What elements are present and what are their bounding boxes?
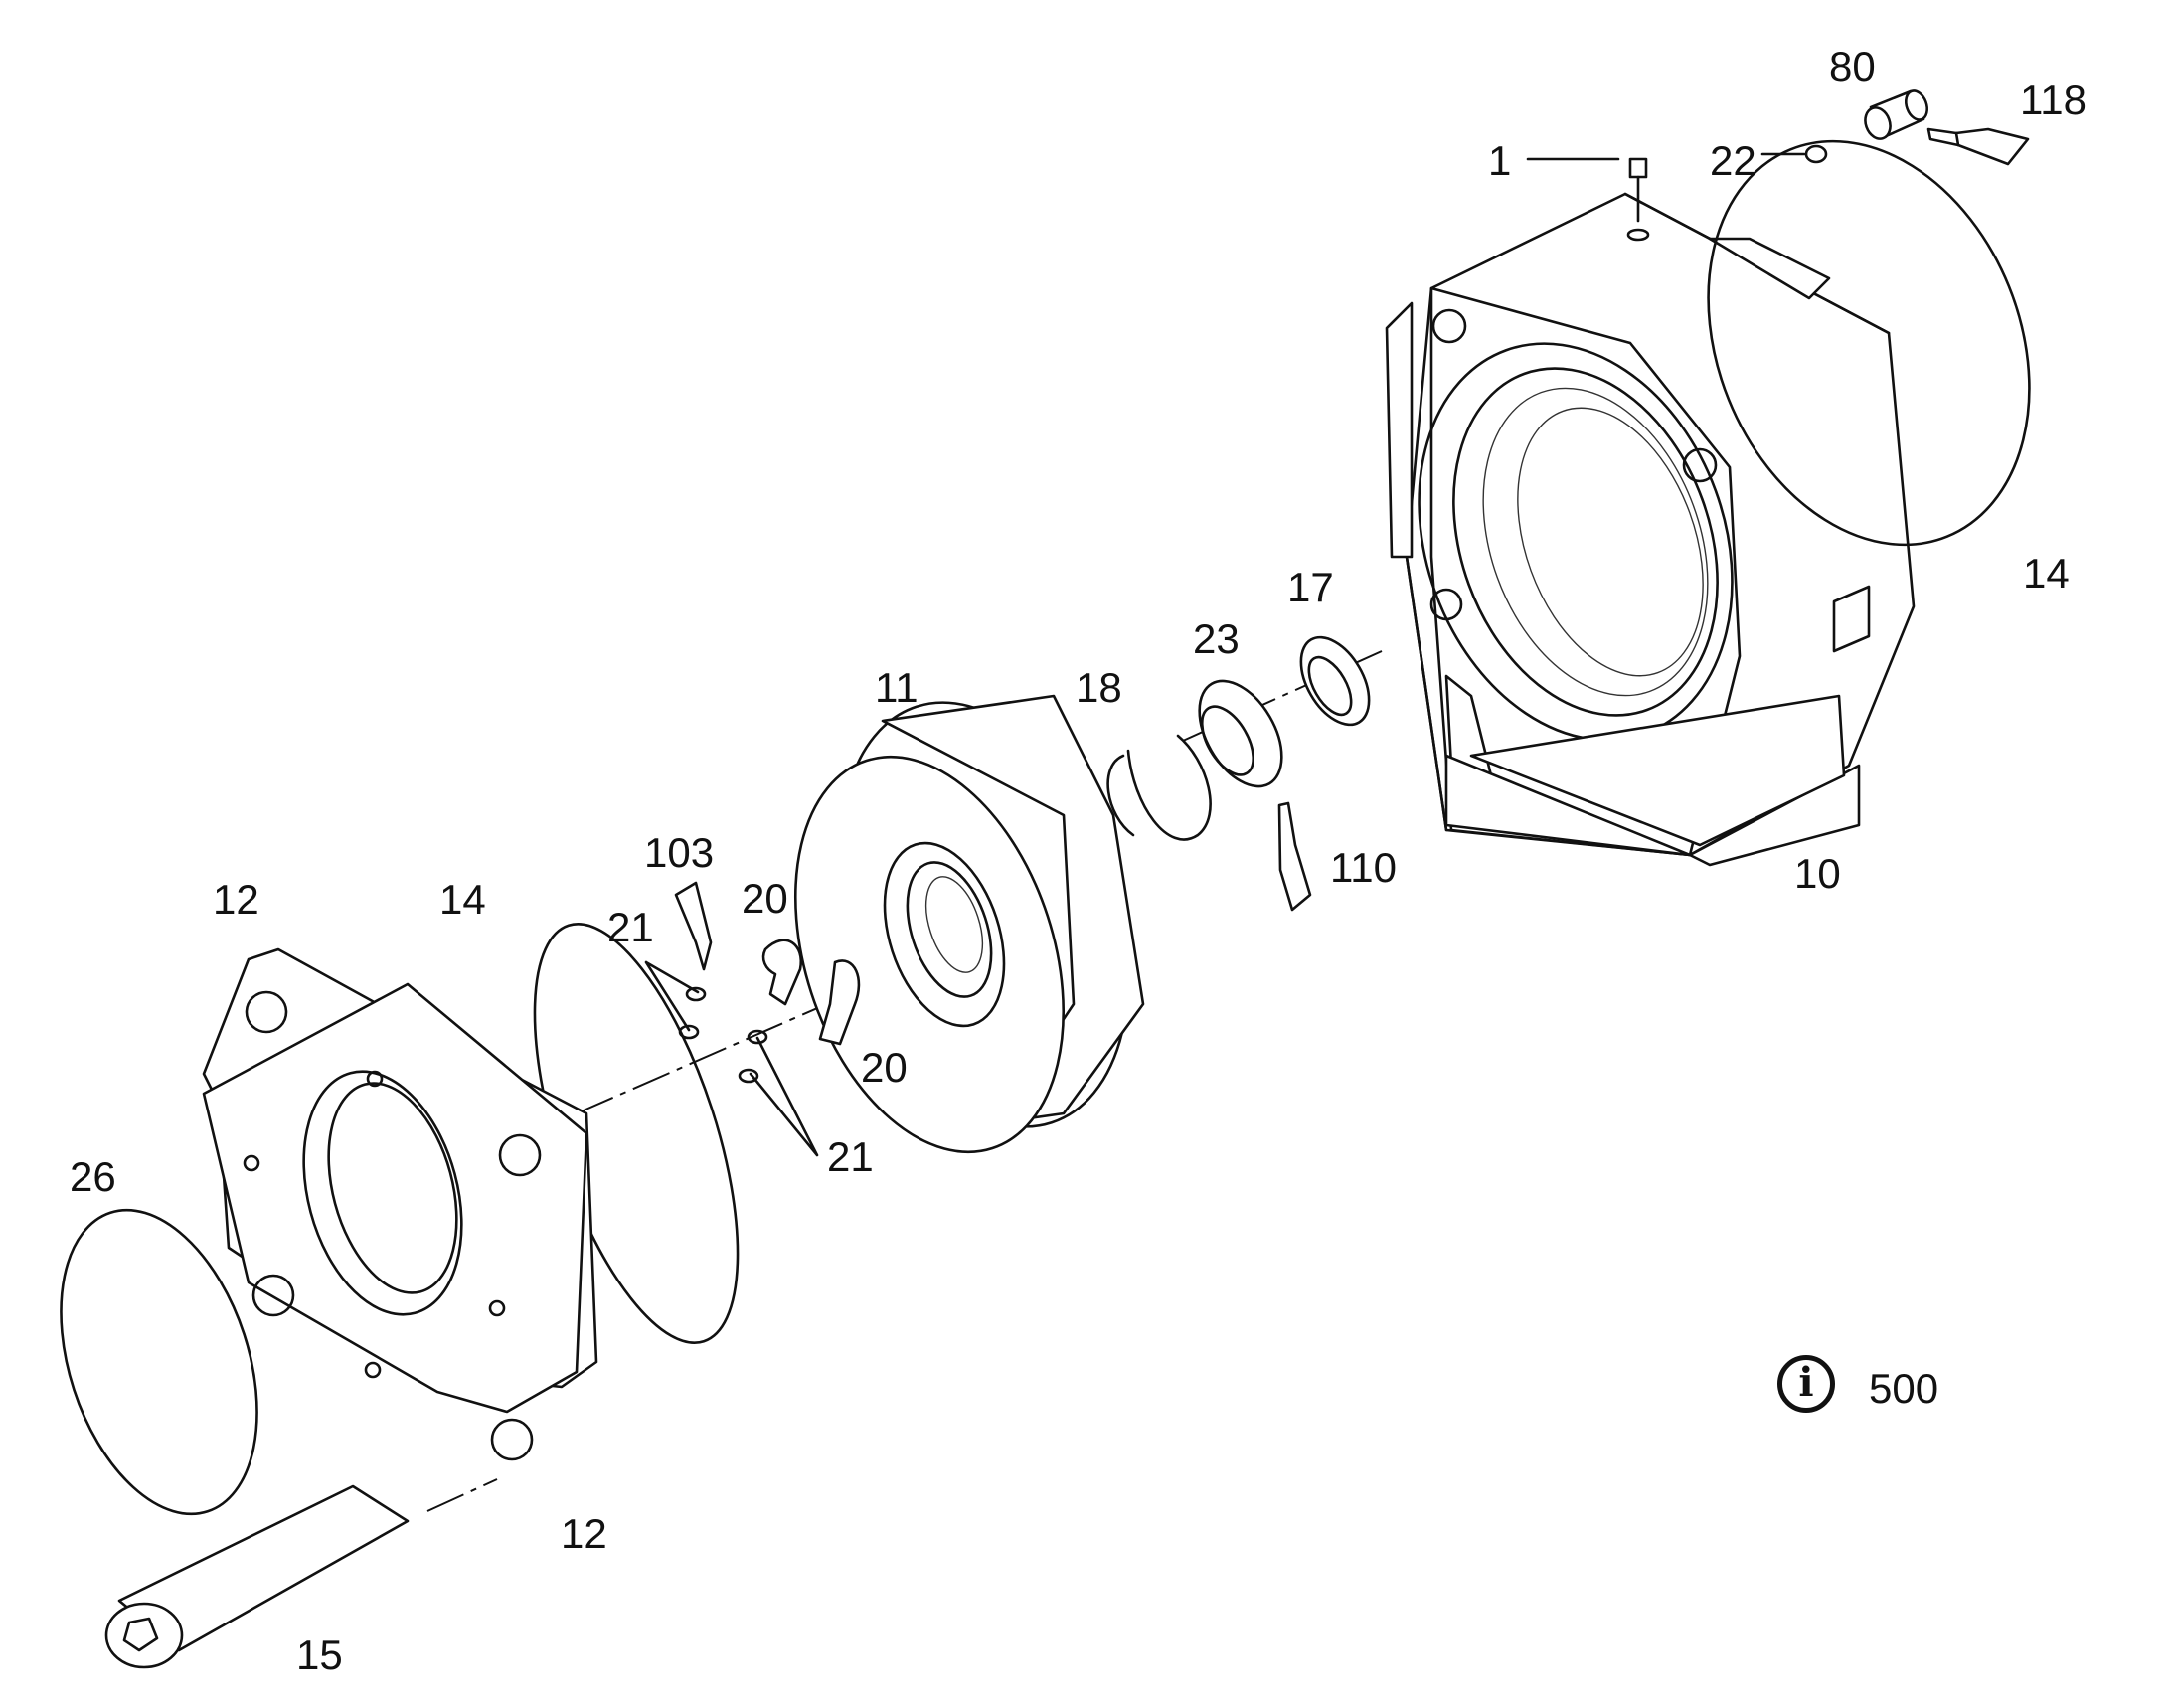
callout-26: 26 <box>70 1153 116 1200</box>
callout-10: 10 <box>1794 850 1841 897</box>
clip-part-20-bottom <box>818 959 861 1046</box>
bearing-ring-part-23 <box>1198 679 1283 788</box>
callout-118: 118 <box>2020 77 2087 123</box>
info-reference-number: 500 <box>1869 1365 1939 1412</box>
o-ring-part-14-right <box>1707 139 2031 547</box>
screws-part-21 <box>678 986 768 1084</box>
plug-part-80 <box>1864 89 1929 140</box>
pump-housing-part-10 <box>1385 192 1916 867</box>
leader-21-bottom <box>749 1036 819 1157</box>
callout-14-left: 14 <box>439 876 486 923</box>
callout-80: 80 <box>1829 43 1876 89</box>
callout-14-right: 14 <box>2023 550 2070 597</box>
impeller-part-11 <box>793 694 1145 1154</box>
callout-12-bottom: 12 <box>561 1510 607 1557</box>
shaft-seal-part-17 <box>1299 635 1371 727</box>
callout-12-top: 12 <box>213 876 259 923</box>
axis-line-bolt <box>426 1478 498 1512</box>
callout-15: 15 <box>296 1631 343 1678</box>
callout-22: 22 <box>1710 137 1756 184</box>
o-ring-part-26 <box>60 1208 258 1516</box>
retaining-ring-part-18 <box>1106 734 1212 841</box>
screw-part-1 <box>1626 157 1650 242</box>
sealant-tube-part-103 <box>674 881 713 971</box>
callout-17: 17 <box>1287 564 1334 610</box>
info-icon: i <box>1777 1355 1835 1413</box>
o-ring-part-22 <box>1804 144 1828 164</box>
callout-18: 18 <box>1076 664 1122 711</box>
callout-110: 110 <box>1330 844 1397 891</box>
axis-line-flange <box>576 973 896 1114</box>
callout-1: 1 <box>1488 137 1512 184</box>
callout-11: 11 <box>875 664 919 711</box>
callout-20-bottom: 20 <box>861 1044 908 1091</box>
callout-21-bottom: 21 <box>827 1133 874 1180</box>
callout-21-top: 21 <box>607 904 654 950</box>
callout-103: 103 <box>644 829 715 876</box>
sealant-tube-part-118 <box>1926 127 2030 166</box>
callout-20-top: 20 <box>742 875 788 922</box>
clip-part-20-top <box>761 939 803 1006</box>
leader-21-top <box>644 960 700 1032</box>
sealant-tube-part-110 <box>1277 801 1312 912</box>
callout-23: 23 <box>1193 615 1240 662</box>
bearing-flange-part-12 <box>202 947 598 1461</box>
cap-screw-part-15 <box>104 1484 410 1669</box>
